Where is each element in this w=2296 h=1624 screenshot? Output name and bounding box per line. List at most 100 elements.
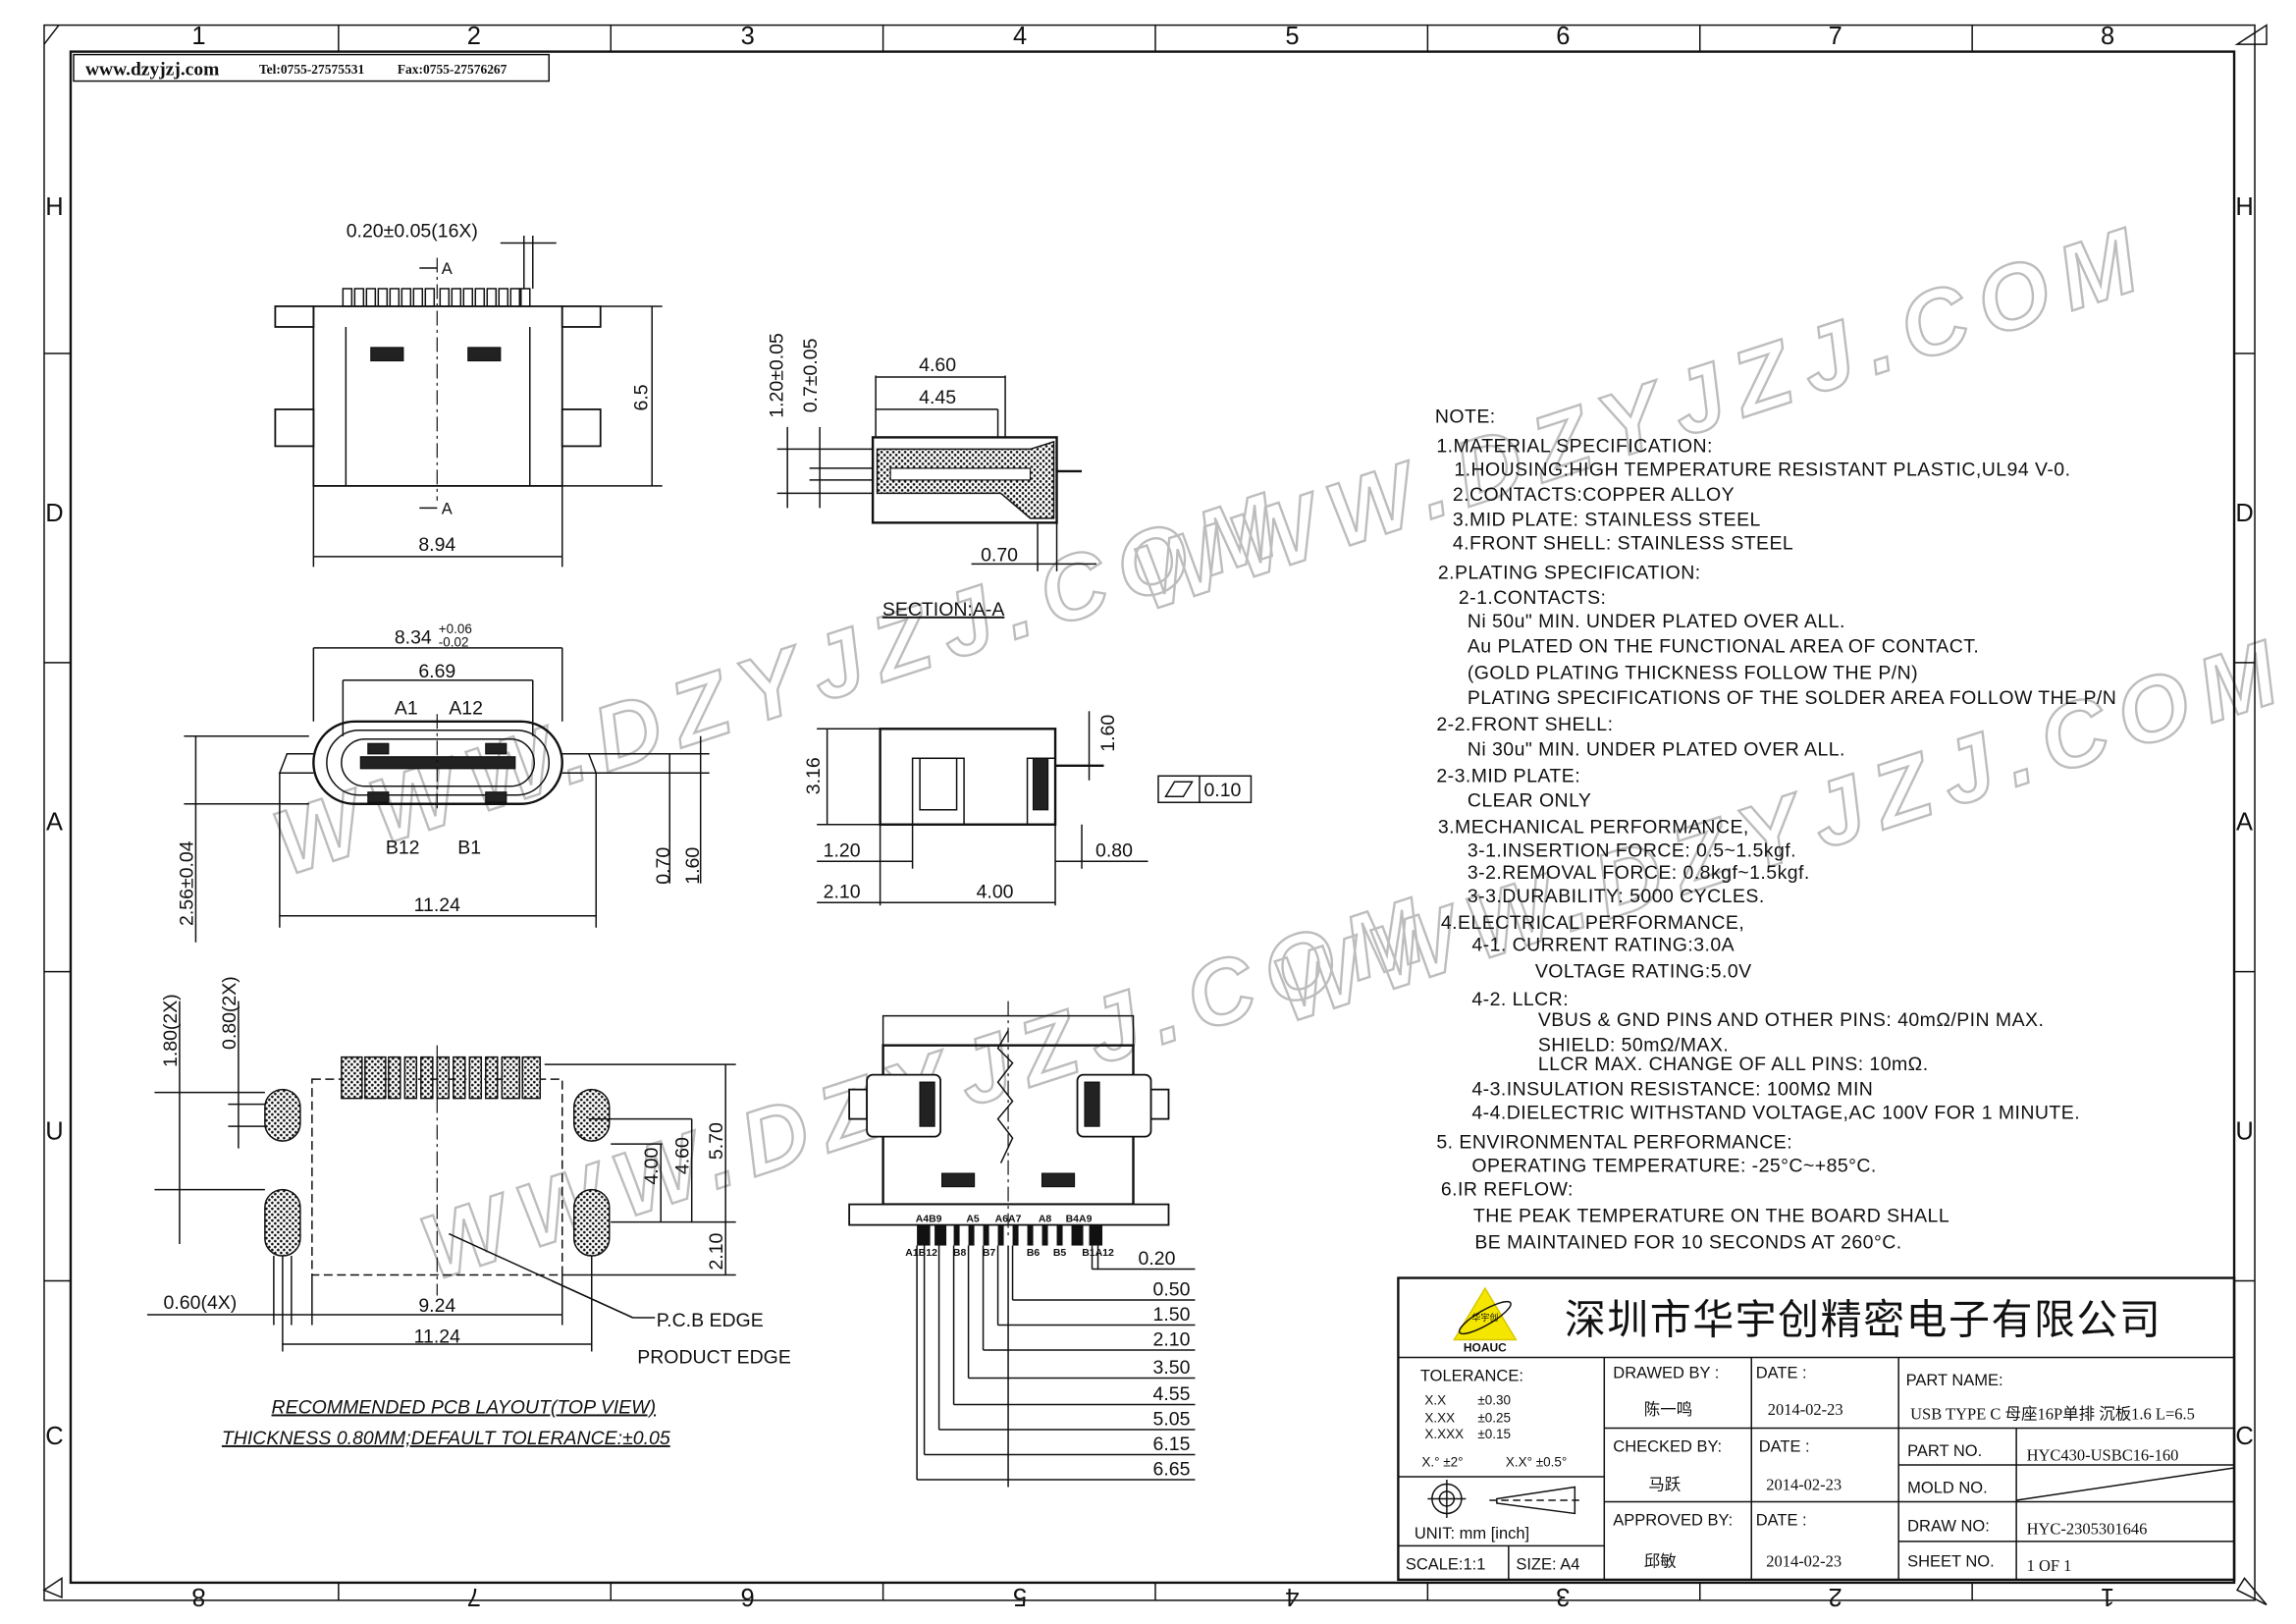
pin-label-a1: A1 — [395, 697, 418, 719]
pin-label-b12: B12 — [386, 838, 420, 859]
note-line: 5. ENVIRONMENTAL PERFORMANCE: — [1436, 1132, 1792, 1154]
draw-no-value: HYC-2305301646 — [2027, 1519, 2148, 1538]
pcb-layout-subtitle: THICKNESS 0.80MM;DEFAULT TOLERANCE:±0.05 — [222, 1428, 670, 1449]
dim-4-00: 4.00 — [641, 1147, 663, 1184]
tolerance-key: X.X — [1424, 1392, 1446, 1407]
notes: NOTE: 1.MATERIAL SPECIFICATION: 1.HOUSIN… — [1435, 406, 2116, 1253]
pin-label-b1: B1 — [457, 838, 481, 859]
zone-number: 6 — [741, 1583, 755, 1610]
note-line: OPERATING TEMPERATURE: -25°C~+85°C. — [1471, 1156, 1876, 1177]
mold-no-label: MOLD NO. — [1907, 1479, 1988, 1496]
note-line: 3-3.DURABILITY: 5000 CYCLES. — [1468, 886, 1765, 907]
zone-letter: D — [2235, 500, 2253, 527]
date-drawn: 2014-02-23 — [1768, 1400, 1843, 1419]
note-line: 4-4.DIELECTRIC WITHSTAND VOLTAGE,AC 100V… — [1471, 1103, 2080, 1124]
note-line: VBUS & GND PINS AND OTHER PINS: 40mΩ/PIN… — [1538, 1009, 2045, 1031]
part-no-label: PART NO. — [1907, 1442, 1982, 1460]
part-name-value: USB TYPE C 母座16P单排 沉板1.6 L=6.5 — [1910, 1404, 2195, 1423]
drawed-by-value: 陈一鸣 — [1644, 1400, 1692, 1419]
note-line: 4.ELECTRICAL PERFORMANCE, — [1441, 912, 1744, 934]
section-mark: A — [442, 260, 453, 278]
company-logo: 华宇创 HOAUC — [1453, 1286, 1518, 1355]
note-line: 1.MATERIAL SPECIFICATION: — [1436, 435, 1713, 457]
dim-value: 4.55 — [1153, 1383, 1191, 1405]
dim-9-24: 9.24 — [418, 1295, 455, 1317]
approved-by-value: 邱敏 — [1644, 1551, 1677, 1570]
dim-value: 2.10 — [1153, 1329, 1191, 1351]
flatness-icon — [1164, 781, 1194, 798]
note-line: 3-2.REMOVAL FORCE: 0.8kgf~1.5kgf. — [1468, 862, 1810, 884]
note-line: 3.MID PLATE: STAINLESS STEEL — [1453, 509, 1761, 530]
zone-letter: C — [45, 1423, 63, 1450]
dim-11-24: 11.24 — [414, 1326, 460, 1348]
dim-0-70: 0.70 — [653, 847, 674, 885]
dim-5-70: 5.70 — [706, 1122, 727, 1160]
dim-inner-width: 6.69 — [418, 661, 455, 682]
flatness-value: 0.10 — [1203, 780, 1241, 801]
note-line: 3-1.INSERTION FORCE: 0.5~1.5kgf. — [1468, 840, 1796, 862]
zone-number: 7 — [467, 1583, 481, 1610]
dim-width: 8.94 — [418, 534, 455, 556]
dim-0-60: 0.60(4X) — [164, 1292, 238, 1314]
logo-cn: 华宇创 — [1471, 1312, 1498, 1323]
tolerance-value: ±0.25 — [1477, 1410, 1511, 1425]
tol-plus: +0.06 — [439, 622, 472, 636]
company-name: 深圳市华宇创精密电子有限公司 — [1565, 1297, 2163, 1343]
drawing-frame — [42, 24, 2268, 1606]
date-checked: 2014-02-23 — [1766, 1475, 1842, 1493]
dim-4-45: 4.45 — [919, 387, 956, 408]
dim-3-16: 3.16 — [803, 757, 825, 794]
zone-letter: A — [2236, 809, 2253, 837]
note-line: 4-2. LLCR: — [1471, 989, 1569, 1010]
zone-number: 5 — [1285, 23, 1299, 50]
zone-number: 3 — [741, 23, 755, 50]
checked-by-value: 马跃 — [1648, 1475, 1681, 1493]
note-line: Ni 30u" MIN. UNDER PLATED OVER ALL. — [1468, 738, 1845, 760]
tolerance-label: TOLERANCE: — [1420, 1368, 1523, 1385]
zone-number: 5 — [1013, 1583, 1027, 1610]
dim-2-10: 2.10 — [824, 882, 861, 903]
date-approved: 2014-02-23 — [1766, 1551, 1842, 1570]
zone-number: 8 — [2101, 23, 2114, 50]
zone-number: 2 — [1829, 1583, 1842, 1610]
dim-height: 2.56±0.04 — [176, 840, 197, 926]
first-angle-projection-icon — [1427, 1479, 1582, 1518]
angle-tolerance: X.X° ±0.5° — [1506, 1454, 1567, 1469]
date-label: DATE : — [1756, 1511, 1807, 1529]
zone-number: 1 — [2101, 1583, 2114, 1610]
checked-by-label: CHECKED BY: — [1613, 1437, 1722, 1455]
fax-text: Fax:0755-27576267 — [398, 62, 507, 77]
website-link[interactable]: www.dzyjzj.com — [85, 60, 219, 81]
note-line: 2-3.MID PLATE: — [1436, 765, 1580, 786]
dim-4-00: 4.00 — [977, 882, 1014, 903]
tolerance-key: X.XX — [1424, 1410, 1455, 1425]
bottom-view: A4B9 A5 A6A7 A8 B4A9 A1B12 B8 B7 B6 B5 B… — [848, 1001, 1196, 1488]
dim-overall-width: 11.24 — [414, 894, 460, 916]
unit-label: UNIT: mm [inch] — [1415, 1525, 1529, 1543]
section-view: 4.60 4.45 1.20±0.05 0.7±0.05 0.70 SECTIO… — [767, 333, 1097, 621]
dim-value: 5.05 — [1153, 1408, 1191, 1430]
product-edge-label: PRODUCT EDGE — [637, 1347, 791, 1369]
pin-label: B4A9 — [1066, 1215, 1093, 1225]
top-view: 0.20±0.05(16X) A A 6.5 8.94 — [274, 221, 663, 568]
drawed-by-label: DRAWED BY : — [1613, 1365, 1719, 1382]
note-line: 2.CONTACTS:COPPER ALLOY — [1453, 484, 1735, 506]
tolerance-value: ±0.30 — [1477, 1392, 1511, 1407]
title-block: 华宇创 HOAUC 深圳市华宇创精密电子有限公司 TOLERANCE: X.X ±… — [1397, 1276, 2236, 1582]
dim-value: 1.50 — [1153, 1304, 1191, 1326]
dim-1-20: 1.20±0.05 — [767, 333, 788, 418]
approved-by-label: APPROVED BY: — [1613, 1511, 1733, 1529]
dim-1-60: 1.60 — [1097, 715, 1119, 752]
note-line: CLEAR ONLY — [1468, 790, 1592, 812]
note-line: 4-1. CURRENT RATING:3.0A — [1471, 935, 1735, 956]
zone-number: 4 — [1013, 23, 1027, 50]
pin-label: A8 — [1039, 1215, 1052, 1225]
dim-height: 6.5 — [631, 384, 653, 410]
dim-0-80: 0.80(2X) — [219, 976, 240, 1050]
angle-tolerance: X.° ±2° — [1421, 1454, 1463, 1469]
pin-label-a12: A12 — [449, 697, 483, 719]
dim-1-80: 1.80(2X) — [160, 994, 182, 1067]
front-view: 8.34 +0.06 -0.02 6.69 A1 A12 B12 B1 11.2… — [176, 622, 710, 943]
pin-label: B5 — [1053, 1248, 1067, 1259]
